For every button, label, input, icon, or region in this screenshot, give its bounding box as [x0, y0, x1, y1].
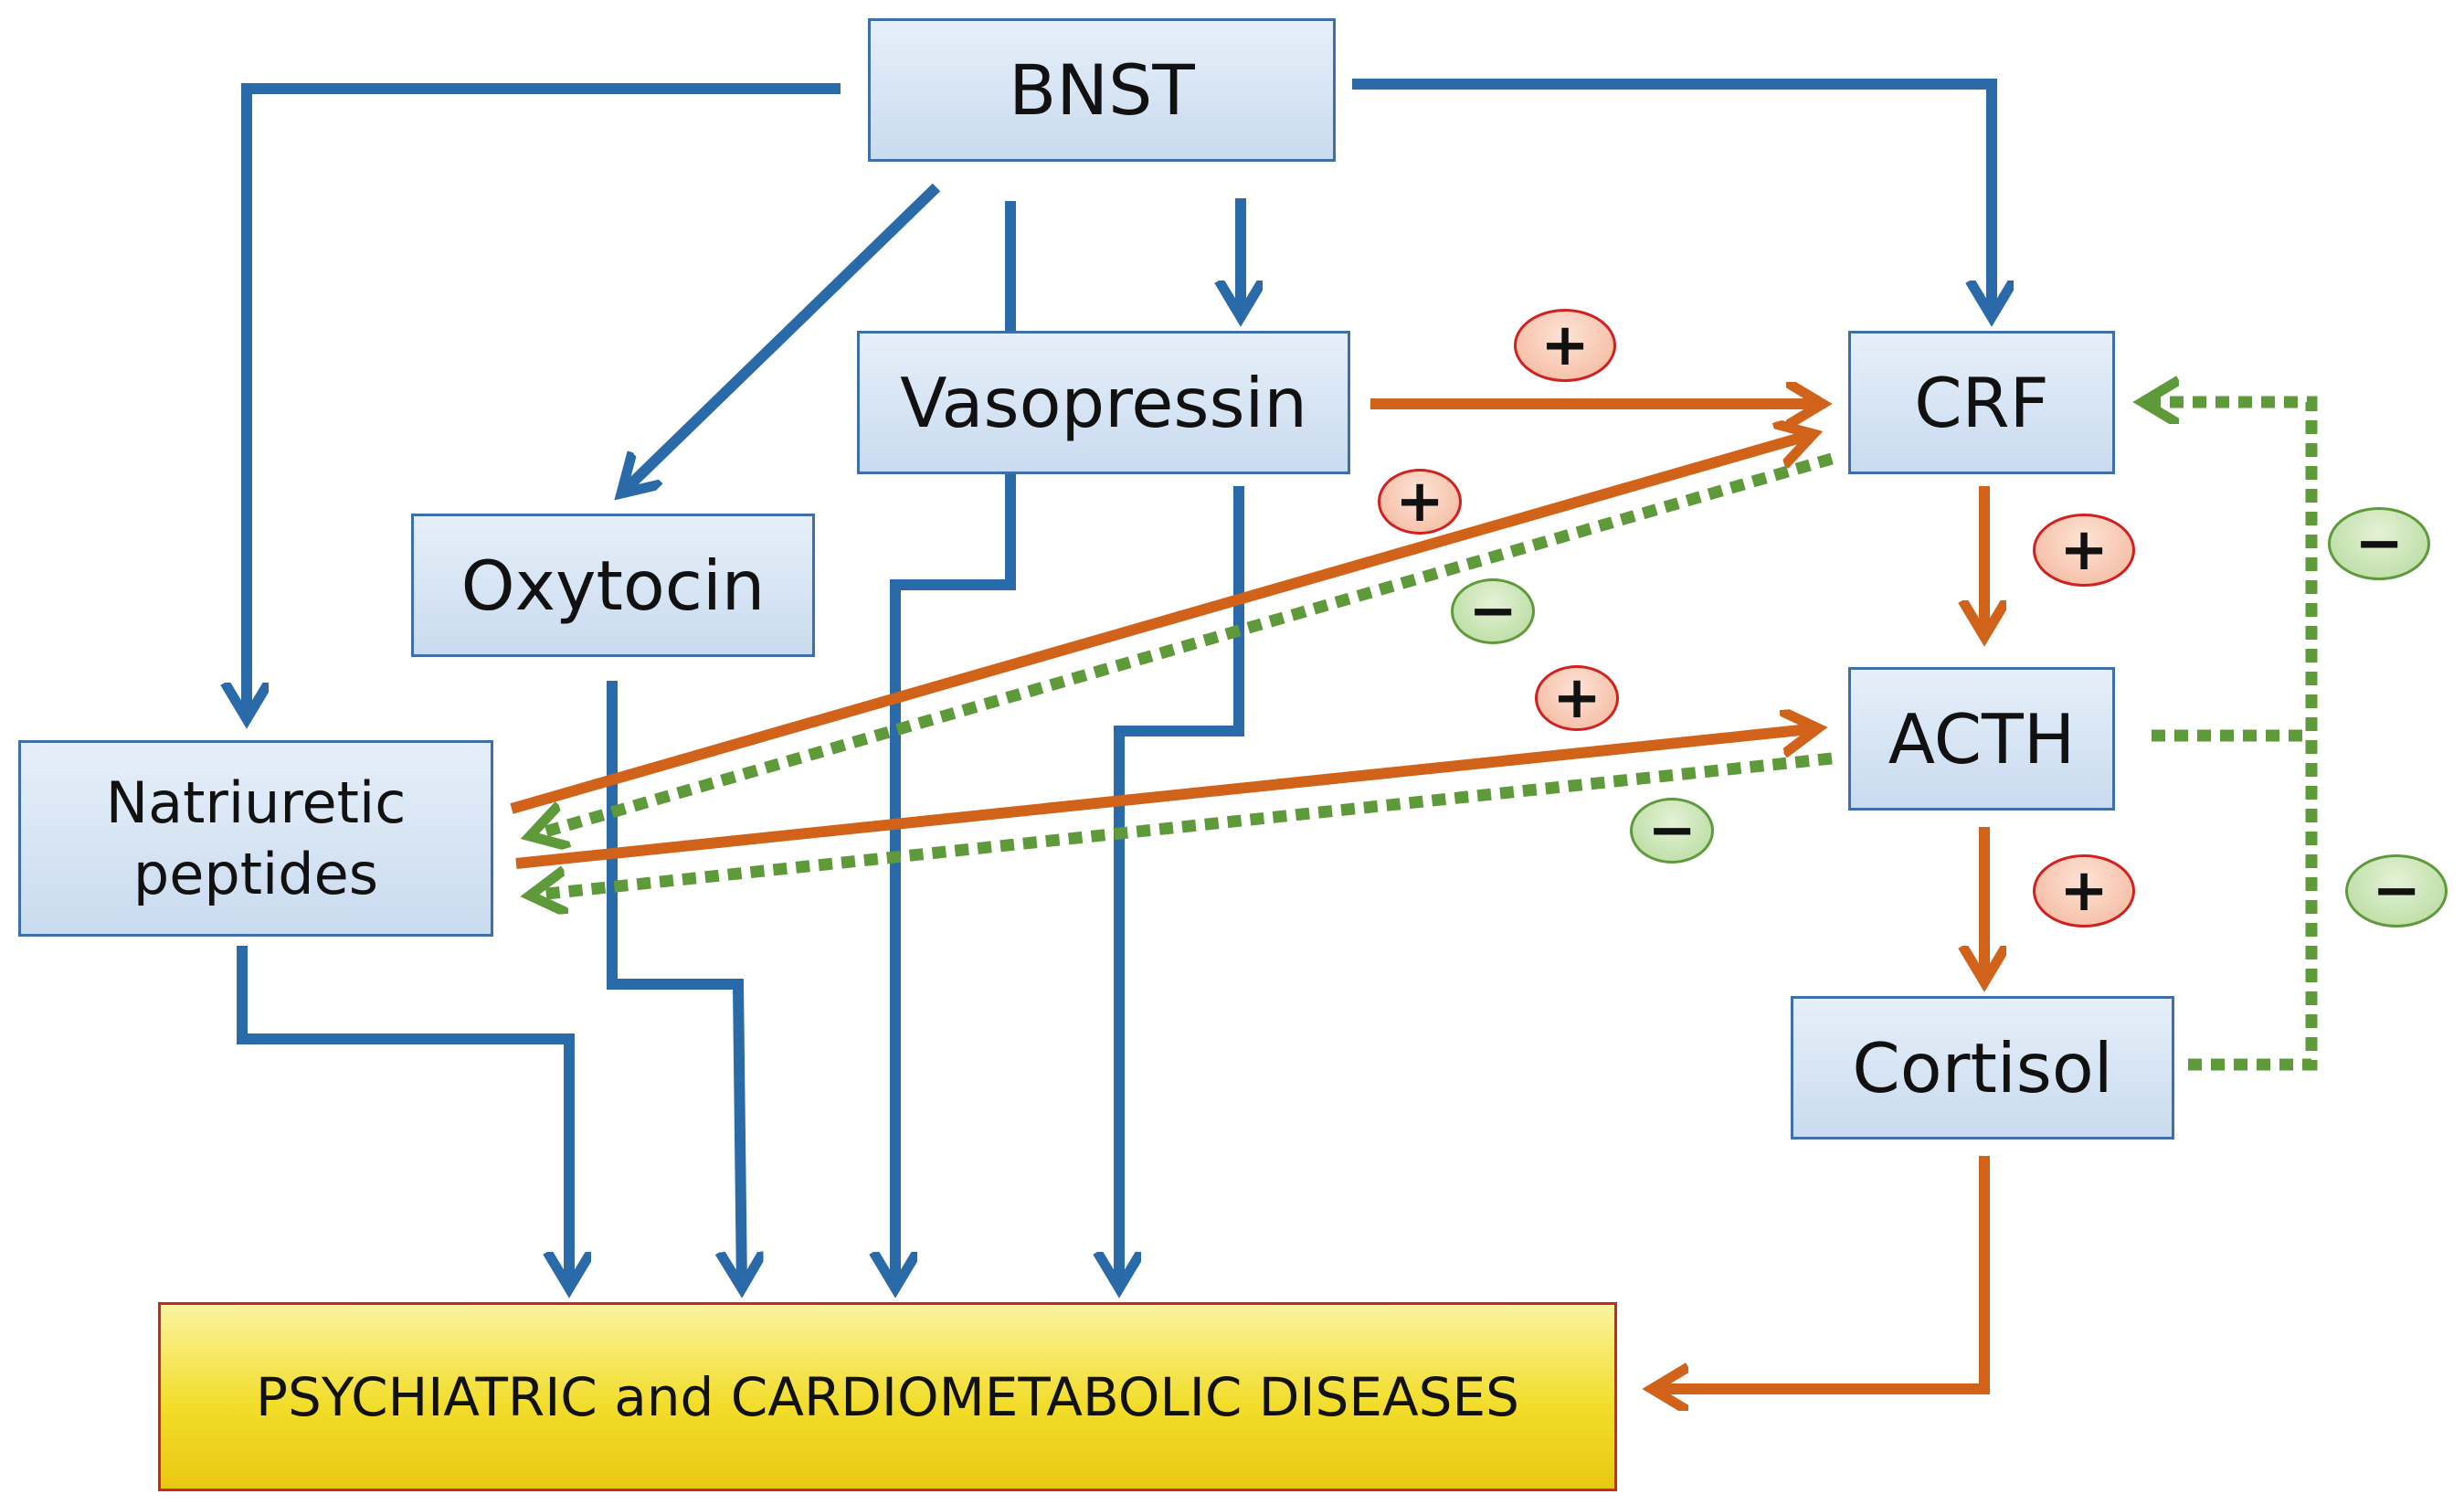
diseases-box: PSYCHIATRIC and CARDIOMETABOLIC DISEASES — [158, 1302, 1617, 1491]
plus-sign-natriuretic-acth: + — [1535, 665, 1619, 731]
oxytocin-box: Oxytocin — [411, 514, 815, 657]
oxytocin-label: Oxytocin — [460, 545, 766, 626]
minus-sign-feedback-crf: − — [2328, 507, 2430, 580]
cortisol-box: Cortisol — [1791, 996, 2174, 1139]
minus-sign-feedback-cortisol: − — [2345, 854, 2448, 927]
arrow-natriuretic-to-diseases — [237, 946, 569, 1288]
natriuretic-peptides-box: Natriuretic peptides — [18, 740, 493, 937]
arrow-bnst-to-oxytocin — [621, 183, 941, 493]
minus-sign-acth-natriuretic: − — [1630, 798, 1714, 864]
arrow-natriuretic-to-crf — [510, 434, 1814, 814]
plus-sign-vasopressin-crf: + — [1514, 309, 1616, 382]
plus-sign-natriuretic-crf: + — [1378, 469, 1462, 535]
arrow-oxytocin-to-diseases — [607, 681, 742, 1288]
bnst-box: BNST — [868, 18, 1336, 162]
arrow-bnst-to-natriuretic — [247, 83, 841, 719]
arrow-natriuretic-to-acth — [515, 728, 1818, 869]
diseases-label: PSYCHIATRIC and CARDIOMETABOLIC DISEASES — [256, 1365, 1519, 1428]
minus-sign-crf-natriuretic: − — [1451, 578, 1535, 644]
arrow-cortisol-to-diseases — [1652, 1156, 1990, 1389]
crf-label: CRF — [1914, 362, 2049, 443]
arrow-bnst-to-crf — [1352, 79, 1992, 317]
arrow-crf-inhibits-natriuretic — [530, 452, 1834, 836]
natriuretic-label-line2: peptides — [132, 840, 379, 907]
crf-box: CRF — [1848, 331, 2115, 474]
dotted-cortisol-feedback — [2142, 402, 2318, 1071]
vasopressin-box: Vasopressin — [857, 331, 1350, 474]
vasopressin-label: Vasopressin — [900, 362, 1307, 443]
plus-sign-acth-cortisol: + — [2033, 854, 2135, 927]
plus-sign-crf-acth: + — [2033, 514, 2135, 587]
bnst-label: BNST — [1009, 49, 1195, 131]
natriuretic-label-line1: Natriuretic — [105, 769, 407, 836]
arrow-vasopressin-to-diseases — [1119, 486, 1244, 1288]
acth-label: ACTH — [1888, 698, 2076, 779]
cortisol-label: Cortisol — [1852, 1027, 2113, 1108]
arrow-acth-inhibits-natriuretic — [530, 752, 1833, 896]
acth-box: ACTH — [1848, 667, 2115, 811]
